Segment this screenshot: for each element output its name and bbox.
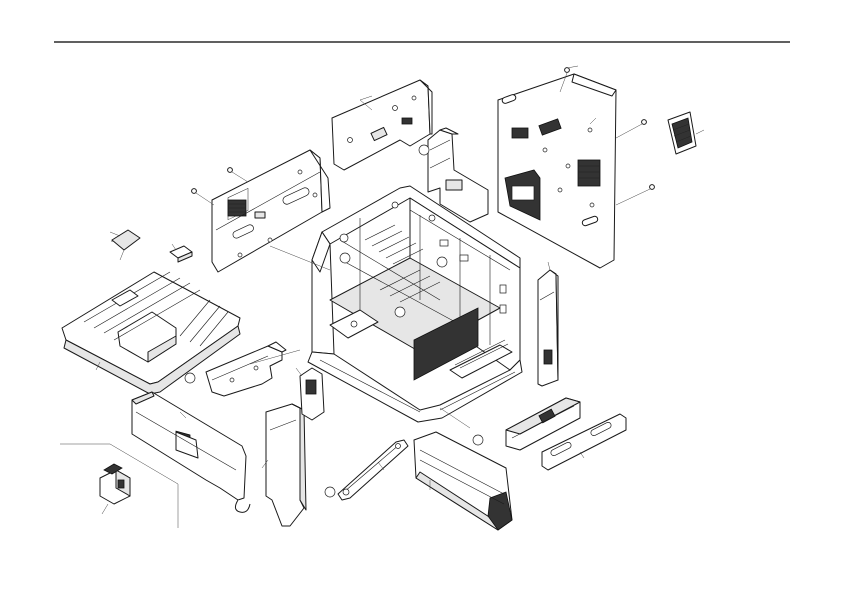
- front-right-bar: [505, 397, 581, 451]
- front-right-plate: [541, 413, 627, 471]
- screw-c: [559, 65, 579, 93]
- callout-b: [394, 306, 406, 318]
- callout-c: [184, 372, 196, 384]
- callout-f: [418, 144, 430, 156]
- center-bracket: [427, 127, 489, 223]
- output-tray: [61, 271, 241, 395]
- right-side-panel: [497, 73, 617, 269]
- screw-b: [227, 167, 249, 183]
- screw-e: [615, 184, 655, 206]
- callout-a: [339, 252, 351, 264]
- switch-module: [99, 463, 131, 515]
- leader-line: [60, 443, 179, 528]
- callout-d: [324, 486, 336, 498]
- screw-d: [615, 119, 647, 139]
- small-bracket: [295, 367, 325, 421]
- guide-rail: [337, 439, 409, 501]
- main-frame: [307, 185, 523, 423]
- tray-bracket: [205, 341, 287, 397]
- front-post: [261, 403, 307, 527]
- callout-e: [472, 434, 484, 446]
- upper-rear-bracket: [331, 79, 433, 171]
- vent-grille: [667, 111, 705, 155]
- small-pad: [109, 229, 141, 261]
- front-left-cover: [131, 391, 251, 513]
- right-post: [537, 261, 559, 387]
- small-clip: [169, 243, 193, 263]
- callout-g: [436, 256, 448, 268]
- left-rear-panel: [211, 149, 331, 273]
- screw-a: [191, 188, 215, 206]
- bottom-right-rail: [413, 431, 513, 531]
